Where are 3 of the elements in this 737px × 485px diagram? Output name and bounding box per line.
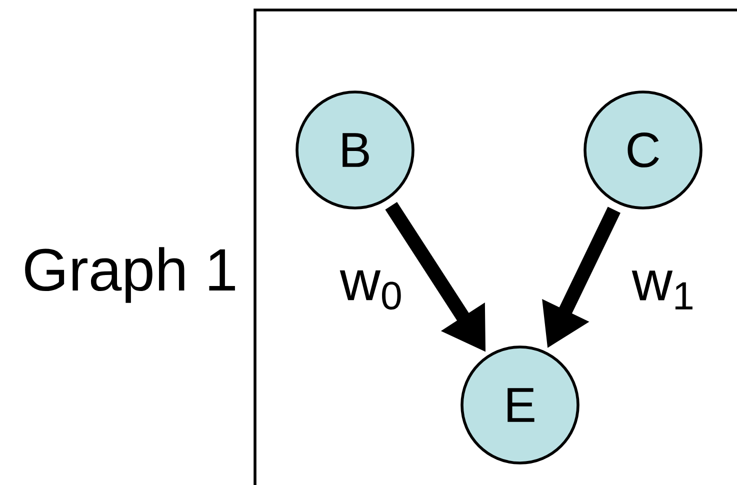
edge-label: w$_{0}$ (340, 270, 401, 310)
graph-label: Graph 1 (25, 247, 235, 303)
edge-label: w$_{1}$ (632, 270, 692, 310)
